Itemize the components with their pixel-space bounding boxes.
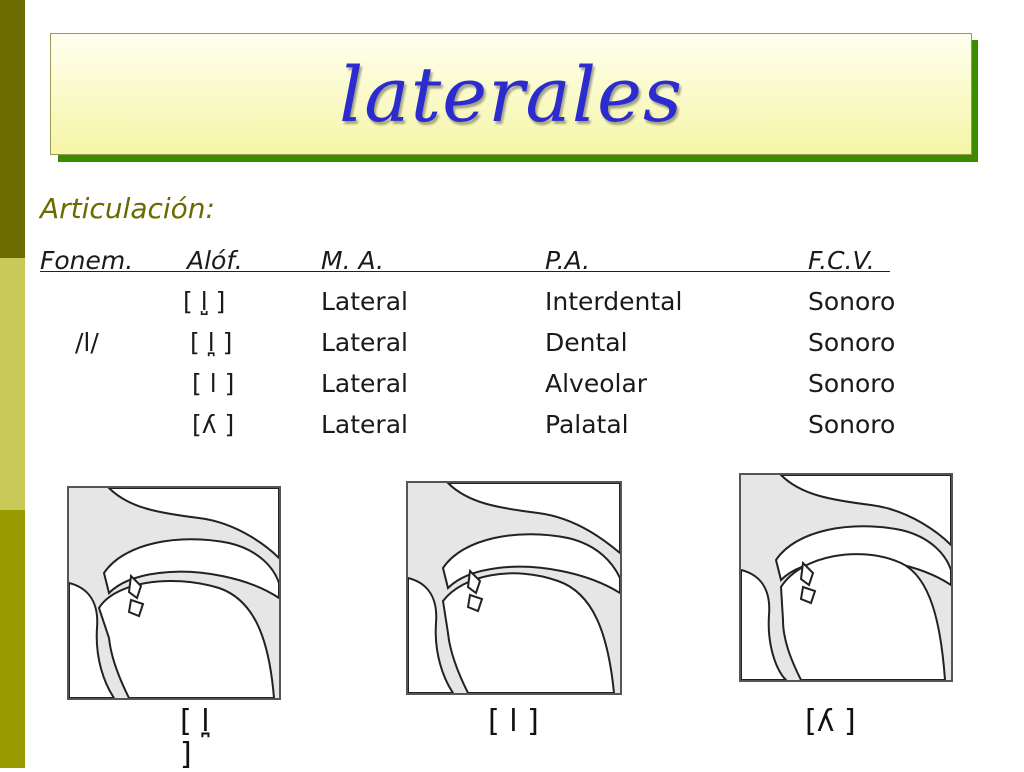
row-3-voicing: Sonoro [808,369,896,398]
row-1-allophone: [ l̺ ] [183,287,226,316]
sidebar-stripe-middle [0,258,25,510]
caption-dental-bracket: ] [180,737,192,772]
row-2-place: Dental [545,328,628,357]
vocal-tract-drawing [68,487,280,699]
row-2-allophone: [ l̪ ] [190,328,233,357]
row-4-place: Palatal [545,410,629,439]
header-manner: M. A. [321,246,384,275]
header-underline [40,271,890,272]
row-2-voicing: Sonoro [808,328,896,357]
phoneme-label: /l/ [75,328,99,357]
row-2-manner: Lateral [321,328,408,357]
title-box: laterales [50,33,972,155]
header-allophone: Alóf. [187,246,243,275]
slide-title: laterales [338,49,684,139]
caption-dental: [ l̪ [180,704,210,739]
sidebar-stripe-top [0,0,25,258]
header-place: P.A. [545,246,591,275]
row-3-manner: Lateral [321,369,408,398]
header-phoneme: Fonem. [40,246,134,275]
section-heading: Articulación: [40,192,215,225]
caption-alveolar: [ l ] [488,704,539,739]
vocal-tract-drawing [740,474,952,681]
row-4-allophone: [ʎ ] [192,410,235,439]
sidebar-stripe-bottom [0,510,25,768]
row-3-allophone: [ l ] [192,369,235,398]
vocal-tract-drawing [407,482,621,694]
row-3-place: Alveolar [545,369,648,398]
row-1-voicing: Sonoro [808,287,896,316]
articulation-diagram-palatal [739,473,953,682]
row-4-voicing: Sonoro [808,410,896,439]
caption-palatal: [ʎ ] [805,704,856,739]
row-4-manner: Lateral [321,410,408,439]
articulation-diagram-dental [67,486,281,700]
articulation-diagram-alveolar [406,481,622,695]
header-voicing: F.C.V. [808,246,875,275]
row-1-place: Interdental [545,287,683,316]
row-1-manner: Lateral [321,287,408,316]
